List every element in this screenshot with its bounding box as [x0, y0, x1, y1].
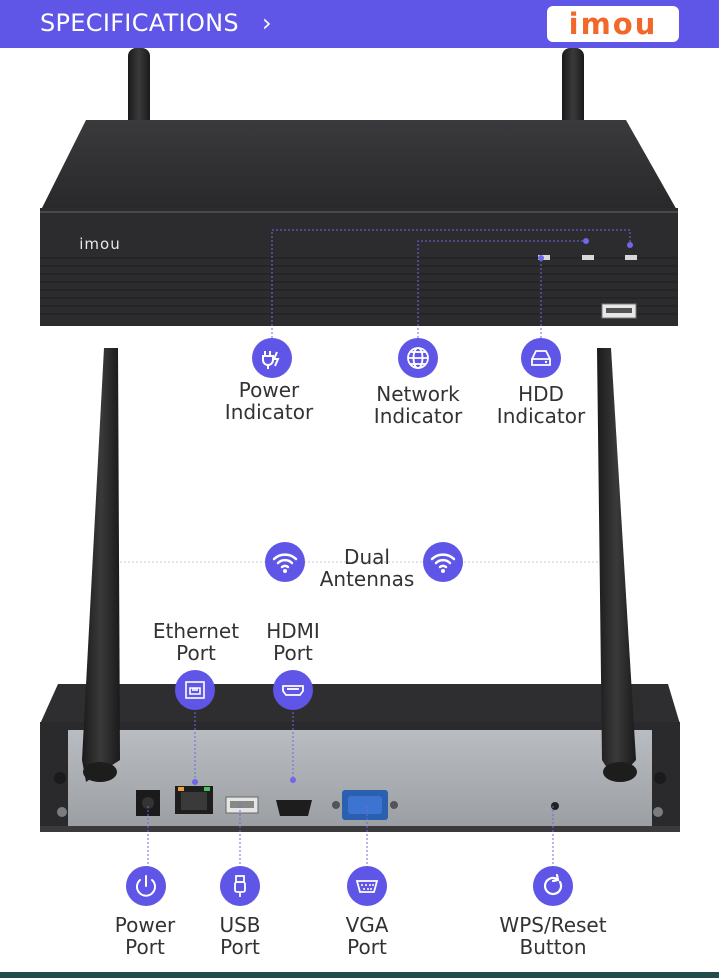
wifi-icon: [423, 542, 463, 582]
hdmi-port-label: HDMI Port: [266, 619, 320, 665]
ethernet-icon: [175, 670, 215, 710]
header-bar: SPECIFICATIONS › imou: [0, 0, 719, 48]
power-port-label: Power Port: [114, 913, 176, 959]
front-antennas: [128, 48, 584, 128]
vga-port-label: VGA Port: [345, 913, 389, 959]
wifi-icon: [265, 542, 305, 582]
plug-icon: [252, 338, 292, 378]
globe-icon: [398, 338, 438, 378]
dual-antennas-label: Dual Antennas: [319, 545, 415, 591]
usb-port-label: USB Port: [219, 913, 261, 959]
page-title: SPECIFICATIONS: [40, 9, 239, 37]
reset-icon: [533, 866, 573, 906]
nvr-front-view: [40, 120, 678, 326]
hdd-indicator-label: HDD Indicator: [496, 382, 586, 428]
network-indicator-label: Network Indicator: [373, 382, 463, 428]
usb-icon: [220, 866, 260, 906]
footer-strip: [0, 972, 719, 978]
hdd-icon: [521, 338, 561, 378]
front-brand-text: imou: [79, 235, 121, 253]
power-indicator-label: Power Indicator: [224, 378, 314, 424]
wps-reset-button-label: WPS/Reset Button: [499, 913, 607, 959]
rear-antennas: [82, 348, 637, 782]
chevron-right-icon[interactable]: ›: [262, 9, 272, 37]
brand-logo: imou: [547, 6, 679, 42]
power-icon: [126, 866, 166, 906]
ethernet-port-label: Ethernet Port: [152, 619, 240, 665]
hdmi-icon: [273, 670, 313, 710]
brand-logo-text: imou: [568, 7, 658, 41]
vga-icon: [347, 866, 387, 906]
